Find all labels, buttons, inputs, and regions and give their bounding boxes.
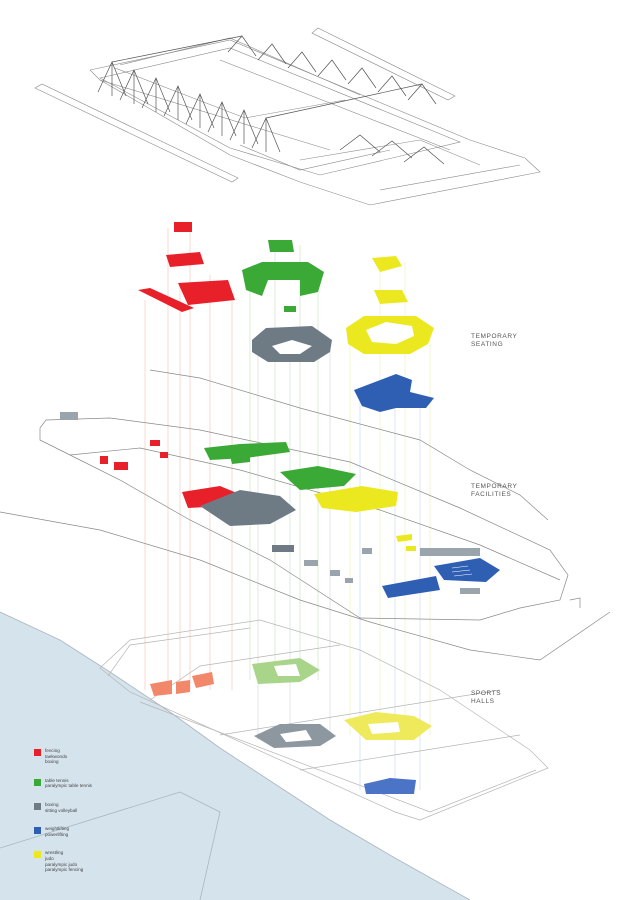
legend-line: fencing: [45, 748, 60, 753]
label-temporary-seating: TEMPORARY SEATING: [471, 333, 518, 348]
facilities-white-stripes: [451, 565, 473, 577]
legend-line: wrestling: [45, 850, 64, 856]
quay-edge: [0, 611, 471, 900]
label-sports-halls: SPORTS HALLS: [471, 690, 502, 705]
seating-yellow-bowl: [366, 322, 414, 344]
legend-swatch: [34, 749, 41, 756]
legend-line: table tennis: [45, 777, 69, 783]
facilities-small-blocks: [60, 412, 480, 594]
seating-green: [242, 240, 324, 312]
legend-swatch: [34, 851, 41, 859]
facilities-grey: [200, 490, 296, 552]
legend-line: weightlifting: [45, 826, 70, 832]
legend-line: boxing: [45, 759, 59, 765]
halls-outline: [99, 619, 549, 821]
roof-layer: [34, 27, 541, 206]
legend-swatch: [34, 827, 41, 835]
seating-red: [138, 222, 235, 312]
facilities-yellow: [314, 486, 416, 551]
legend-line: paralympic table tennis: [45, 783, 92, 789]
facilities-blue: [382, 558, 500, 598]
legend-line: boxing: [45, 801, 59, 807]
legend-swatch: [34, 802, 41, 810]
roof-trusses: [97, 35, 445, 165]
facilities-outline: [0, 369, 611, 661]
seating-grey-bowl: [272, 340, 312, 354]
legend-line: taekwondo: [45, 753, 68, 759]
halls-red: [150, 672, 214, 696]
legend-line: judo: [45, 855, 54, 861]
legend-line: paralympic fencing: [45, 867, 84, 873]
halls-blue: [364, 778, 416, 794]
facilities-green: [204, 442, 356, 490]
water-area: [0, 612, 470, 900]
legend-line: sitting volleyball: [45, 807, 78, 813]
label-temporary-facilities: TEMPORARY FACILITIES: [471, 483, 518, 498]
seating-blue: [354, 374, 434, 412]
legend-line: paralympic judo: [45, 861, 78, 867]
legend-swatch: [34, 778, 41, 786]
legend-line: powerlifting: [45, 831, 69, 837]
halls-cutouts: [274, 664, 400, 742]
